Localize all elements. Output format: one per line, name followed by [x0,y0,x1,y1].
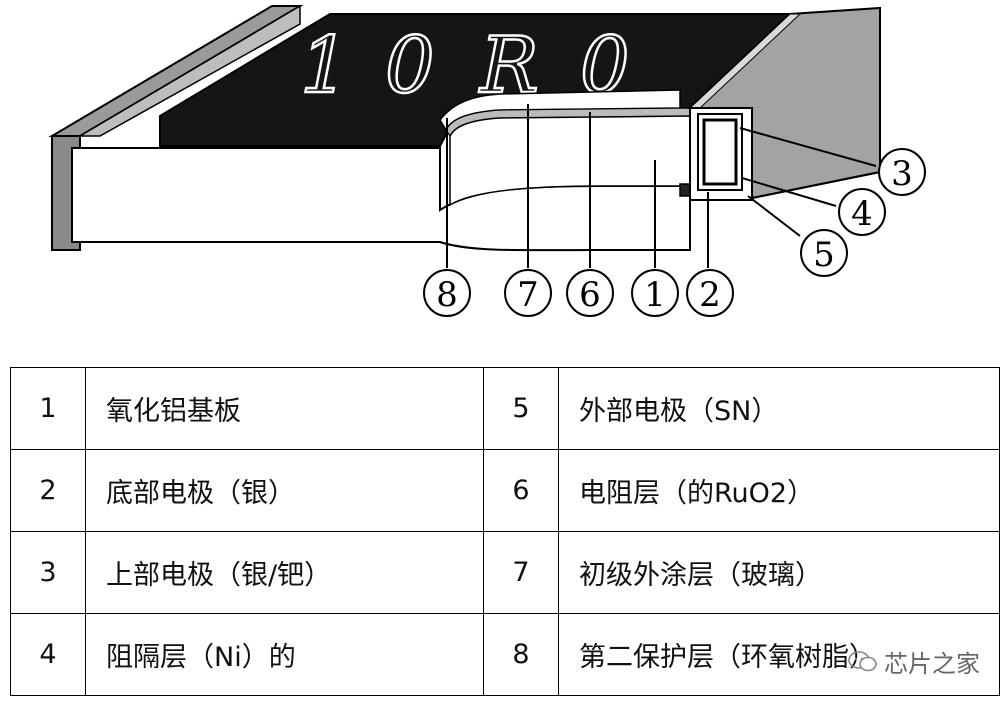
legend-label: 氧化铝基板 [85,367,484,450]
svg-text:3: 3 [891,154,913,194]
svg-text:6: 6 [579,275,601,315]
legend-row: 4 阻隔层（Ni）的 8 第二保护层（环氧树脂） [10,613,1000,696]
svg-text:7: 7 [517,275,539,315]
cutaway-layers [439,89,723,207]
legend-label: 初级外涂层（玻璃） [558,531,1000,614]
leader-lines [446,104,877,268]
legend-label: 底部电极（银） [85,449,484,532]
svg-text:5: 5 [813,235,835,275]
callout-3: 3 [878,148,926,196]
callout-2: 2 [686,269,734,317]
svg-text:4: 4 [851,194,873,234]
legend-row: 1 氧化铝基板 5 外部电极（SN） [10,367,1000,450]
legend-number: 5 [483,367,559,450]
legend-label: 电阻层（的RuO2） [558,449,1000,532]
legend-number: 4 [10,613,86,696]
callout-8: 8 [423,269,471,317]
legend-number: 3 [10,531,86,614]
callout-1: 1 [631,269,679,317]
callout-7: 7 [504,269,552,317]
wechat-icon [848,650,877,671]
legend-row: 2 底部电极（银） 6 电阻层（的RuO2） [10,449,1000,532]
resistor-diagram: 1 0 R 0 8 7 6 [48,4,926,317]
callout-5: 5 [800,229,848,277]
marking-char: 0 [385,21,435,111]
legend-label: 上部电极（银/钯） [85,531,484,614]
legend-number: 2 [10,449,86,532]
callout-6: 6 [566,269,614,317]
left-end-cap [48,4,304,251]
marking-char: 1 [300,21,350,111]
legend-number: 6 [483,449,559,532]
right-end-cap [687,6,881,201]
legend-row: 3 上部电极（银/钯） 7 初级外涂层（玻璃） [10,531,1000,614]
legend-label: 外部电极（SN） [558,367,1000,450]
legend-label: 阻隔层（Ni）的 [85,613,484,696]
svg-text:1: 1 [644,275,666,315]
legend-table: 1 氧化铝基板 5 外部电极（SN） 2 底部电极（银） 6 电阻层（的RuO2… [10,367,1000,696]
watermark-text: 芯片之家 [884,650,980,678]
legend-number: 1 [10,367,86,450]
svg-text:8: 8 [436,275,458,315]
legend-number: 7 [483,531,559,614]
watermark: 芯片之家 [848,644,980,679]
svg-text:2: 2 [699,275,721,315]
legend-label: 第二保护层（环氧树脂） [558,613,1000,696]
callout-4: 4 [838,188,886,236]
legend-number: 8 [483,613,559,696]
